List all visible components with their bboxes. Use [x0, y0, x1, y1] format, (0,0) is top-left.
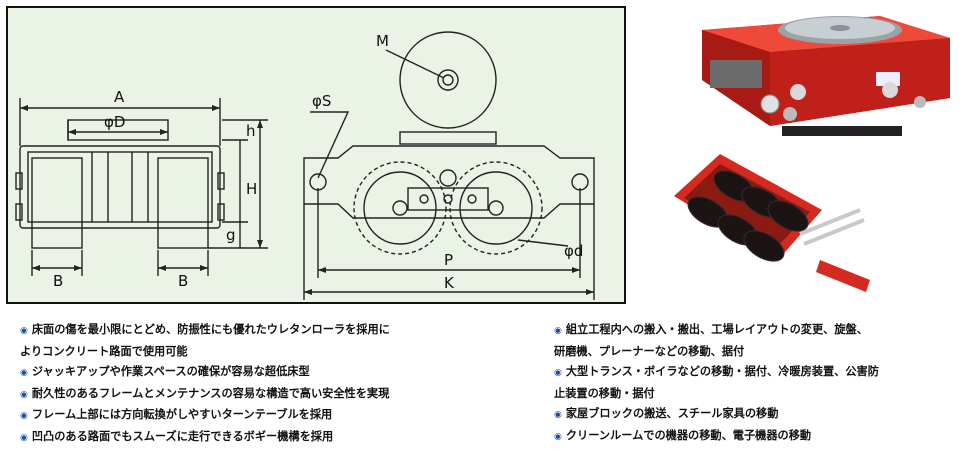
label-B-right: B — [178, 272, 188, 290]
top-plate-side — [399, 131, 497, 145]
feature-item: ◉床面の傷を最小限にとどめ、防振性にも優れたウレタンローラを採用に — [20, 323, 390, 336]
bullet-icon: ◉ — [554, 368, 562, 379]
label-B-left: B — [53, 272, 63, 290]
application-item: 研磨機、プレーナーなどの移動、据付 — [554, 344, 745, 358]
body-front — [19, 145, 221, 229]
application-item: ◉組立工程内への搬入・搬出、工場レイアウトの変更、旋盤、 — [554, 323, 868, 336]
label-K: K — [444, 274, 455, 292]
label-phiS: φS — [312, 92, 331, 110]
bullet-icon: ◉ — [554, 410, 562, 421]
label-g: g — [226, 226, 236, 244]
bullet-icon: ◉ — [20, 326, 28, 336]
roller-wheel-right — [449, 161, 543, 255]
photo-dolly-turntable — [650, 8, 970, 148]
bullet-icon: ◉ — [20, 432, 28, 443]
frame-side — [303, 145, 595, 219]
roller-wheel-left — [353, 161, 447, 255]
feature-item: ◉耐久性のあるフレームとメンテナンスの容易な構造で高い安全性を実現 — [20, 386, 390, 400]
photo-roller-frame — [670, 150, 880, 300]
feature-list: ◉床面の傷を最小限にとどめ、防振性にも優れたウレタンローラを採用に よりコンクリ… — [20, 320, 460, 449]
application-item: ◉大型トランス・ボイラなどの移動・据付、冷暖房装置、公害防 — [554, 365, 879, 379]
label-phiD: φD — [104, 113, 125, 131]
label-h: h — [246, 122, 256, 140]
turntable-hub — [437, 69, 459, 91]
feature-item: ◉凹凸のある路面でもスムーズに走行できるボギー機構を採用 — [20, 429, 334, 443]
roller-right — [157, 157, 209, 249]
feature-item: よりコンクリート路面で使用可能 — [20, 344, 188, 358]
bullet-icon: ◉ — [20, 389, 28, 400]
bullet-icon: ◉ — [554, 431, 562, 442]
label-phid: φd — [564, 242, 583, 260]
bullet-icon: ◉ — [20, 411, 28, 422]
application-item: 止装置の移動・据付 — [554, 386, 655, 400]
roller-left — [31, 157, 83, 249]
label-H: H — [246, 180, 257, 198]
body-inner — [27, 151, 213, 223]
label-A: A — [114, 88, 125, 106]
application-list: ◉組立工程内への搬入・搬出、工場レイアウトの変更、旋盤、 研磨機、プレーナーなど… — [554, 320, 970, 448]
label-P: P — [444, 251, 453, 269]
bullet-icon: ◉ — [554, 326, 562, 336]
bullet-icon: ◉ — [20, 368, 28, 379]
turntable-disc — [399, 31, 497, 129]
technical-drawing: A φD h H g B B M φS φd P K — [6, 6, 626, 304]
application-item: ◉家屋ブロックの搬送、スチール家具の移動 — [554, 407, 779, 421]
feature-item: ◉ジャッキアップや作業スペースの確保が容易な超低床型 — [20, 365, 310, 379]
dimension-drawing-svg: A φD h H g B B M φS φd P K — [15, 31, 595, 300]
label-M: M — [376, 32, 389, 50]
application-item: ◉クリーンルームでの機器の移動、電子機器の移動 — [554, 428, 812, 442]
feature-item: ◉フレーム上部には方向転換がしやすいターンテーブルを採用 — [20, 408, 333, 422]
